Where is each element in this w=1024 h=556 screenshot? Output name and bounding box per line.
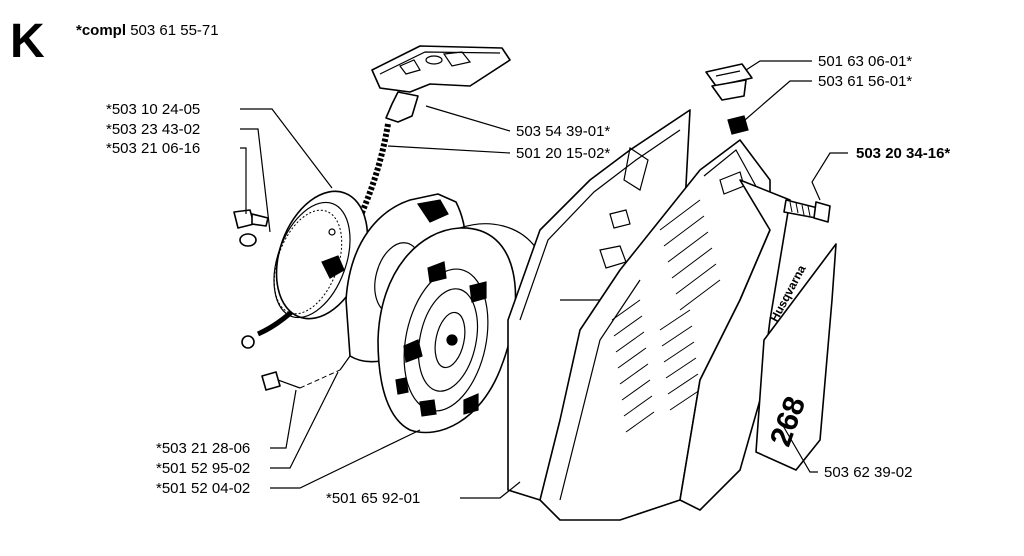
kit-label: *compl 503 61 55-71 bbox=[76, 22, 219, 39]
part-number-label: 503 62 39-02 bbox=[824, 464, 913, 481]
part-number-label: *503 21 06-16 bbox=[106, 140, 201, 157]
part-number-label: 501 20 15-02* bbox=[516, 145, 611, 162]
leader-lines bbox=[240, 60, 848, 499]
guide-screw bbox=[261, 369, 341, 391]
part-number-label: *501 65 92-01 bbox=[326, 490, 421, 507]
part-number-label: *503 23 43-02 bbox=[106, 121, 201, 138]
part-number-label: *501 52 04-02 bbox=[156, 480, 251, 497]
fan-pulley bbox=[377, 223, 537, 434]
housing-bolt bbox=[783, 199, 831, 223]
part-number-label: 503 20 34-16* bbox=[856, 145, 951, 162]
part-number-label: *503 21 28-06 bbox=[156, 440, 251, 457]
rubber-plug bbox=[705, 63, 753, 101]
part-number-label: 501 63 06-01* bbox=[818, 53, 913, 70]
starter-handle bbox=[371, 45, 511, 123]
part-number-label: *501 52 95-02 bbox=[156, 460, 251, 477]
part-number-label: 503 61 56-01* bbox=[818, 73, 913, 90]
section-letter: K bbox=[10, 15, 45, 68]
kit-prefix: *compl bbox=[76, 22, 127, 39]
kit-number: 503 61 55-71 bbox=[130, 22, 219, 39]
part-number-label: 503 54 39-01* bbox=[516, 123, 611, 140]
side-panel bbox=[679, 179, 791, 511]
part-number-label: *503 10 24-05 bbox=[106, 101, 201, 118]
decal bbox=[755, 243, 837, 471]
pulley-screw bbox=[233, 209, 269, 247]
